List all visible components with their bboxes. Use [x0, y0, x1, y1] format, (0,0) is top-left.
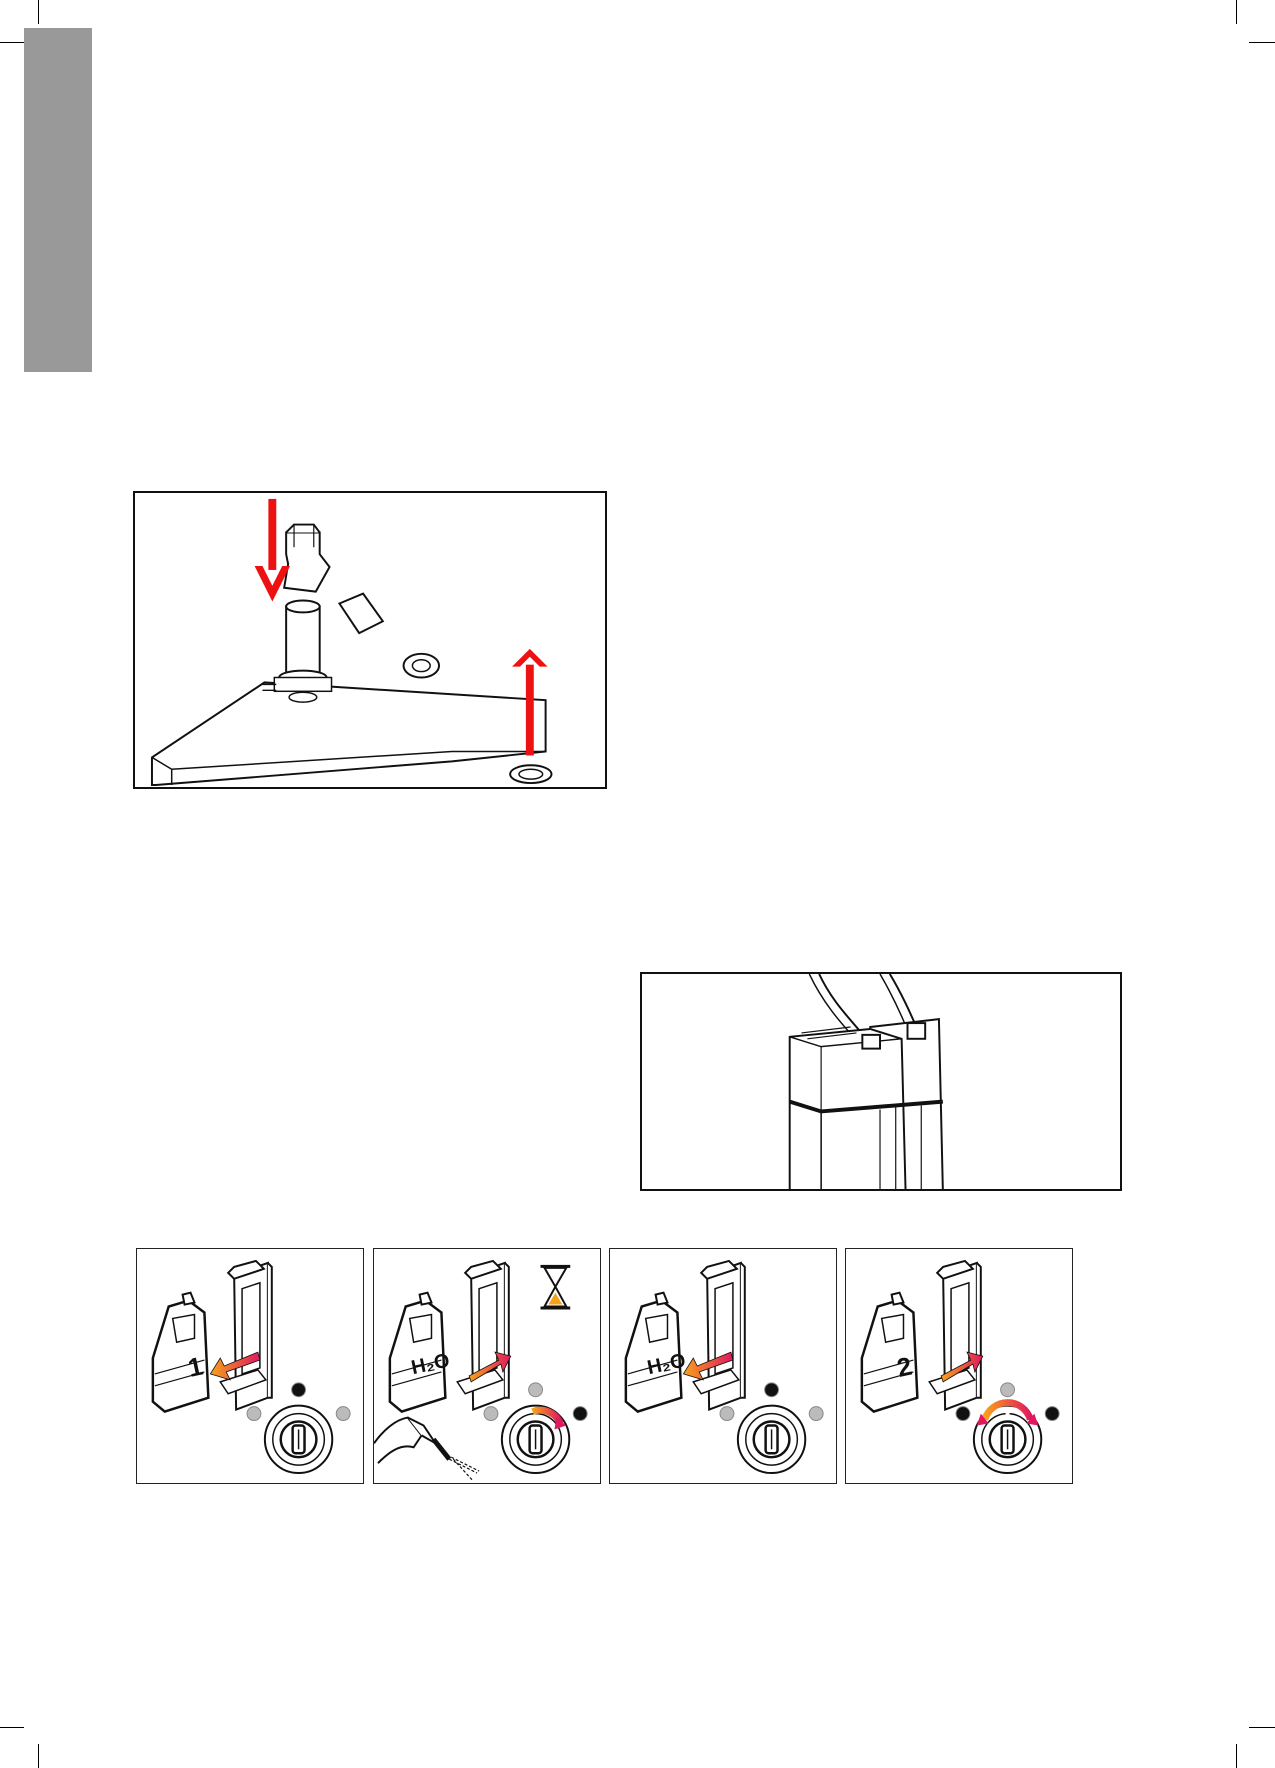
crop-mark-top-left-h	[0, 42, 24, 43]
dial-icon-top	[1001, 1383, 1015, 1397]
step-drawing: 1	[137, 1249, 363, 1483]
mode-dial	[265, 1406, 332, 1473]
dial-icon-right	[573, 1407, 587, 1421]
pipe	[286, 606, 320, 677]
dial-icon-left	[720, 1407, 734, 1421]
spray-gun	[374, 1418, 479, 1481]
step-drawing: 2	[846, 1249, 1072, 1483]
dial-icon-right	[336, 1407, 350, 1421]
crop-mark-top-right-v	[1236, 0, 1237, 24]
nozzle-icon	[449, 1457, 479, 1481]
step-panel: H₂O	[373, 1248, 601, 1484]
elbow-coupler	[284, 532, 329, 591]
mode-dial	[738, 1406, 805, 1473]
crop-mark-bottom-left-h	[0, 1727, 24, 1728]
canisters-figure	[640, 972, 1122, 1191]
step-panel: 1	[136, 1248, 364, 1484]
dial-icon-right	[809, 1407, 823, 1421]
crop-mark-bottom-right-h	[1249, 1727, 1275, 1728]
side-tab	[24, 28, 92, 372]
filter-assembly-drawing	[135, 493, 605, 787]
step-drawing: H₂O	[610, 1249, 836, 1483]
dial-icon-top	[765, 1383, 779, 1397]
dial-icon-top	[292, 1383, 306, 1397]
cartridge: 2	[862, 1293, 918, 1412]
crop-mark-bottom-left-v	[38, 1744, 39, 1768]
cartridge-holder	[929, 1261, 981, 1410]
dial-icon-left	[247, 1407, 261, 1421]
mode-dial	[502, 1406, 569, 1473]
filter-assembly-figure	[133, 491, 607, 789]
cartridge: H₂O	[390, 1293, 452, 1412]
machine-body	[152, 682, 546, 785]
cartridge: 1	[153, 1293, 209, 1412]
mode-dial	[974, 1403, 1041, 1474]
cartridge-holder	[220, 1261, 272, 1410]
crop-mark-top-left-v	[38, 0, 39, 24]
dial-icon-right	[1045, 1407, 1059, 1421]
cartridge: H₂O	[626, 1293, 688, 1412]
crop-mark-bottom-right-v	[1236, 1744, 1237, 1768]
step-panel: H₂O	[609, 1248, 837, 1484]
hourglass-icon	[541, 1265, 571, 1310]
cartridge-holder	[457, 1261, 509, 1410]
canisters-drawing	[642, 974, 1120, 1189]
step-panel: 2	[845, 1248, 1073, 1484]
step-drawing: H₂O	[374, 1249, 600, 1483]
dial-icon-left	[956, 1407, 970, 1421]
crop-mark-top-right-h	[1249, 42, 1275, 43]
cartridge-holder	[693, 1261, 745, 1410]
dial-icon-top	[529, 1383, 543, 1397]
dial-icon-left	[484, 1407, 498, 1421]
filter-cylinder	[339, 594, 382, 633]
